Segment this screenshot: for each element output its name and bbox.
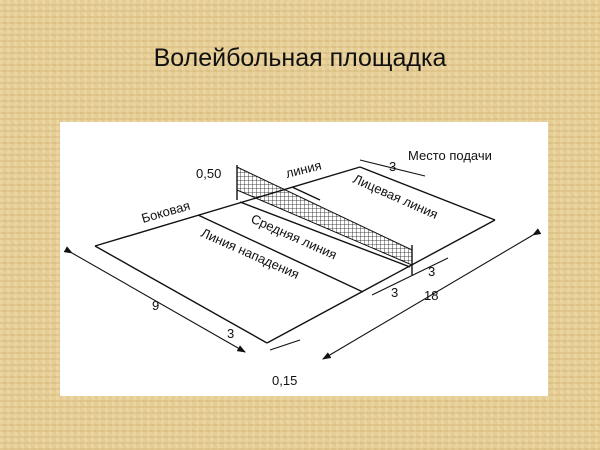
diagram-panel: 0,50 Боковая линия Место подачи Лицевая … (60, 122, 548, 396)
left-sideline (94, 166, 361, 247)
label-dim-offset-3: 3 (391, 285, 398, 300)
far-attack-line (291, 186, 321, 201)
dimension-line-right (371, 257, 449, 296)
volleyball-court-diagram: 0,50 Боковая линия Место подачи Лицевая … (63, 148, 542, 388)
dimension-line-9 (63, 246, 246, 353)
label-sideline-2: линия (284, 158, 323, 181)
dimension-line-18 (322, 228, 542, 360)
label-sideline-1: Боковая (140, 198, 192, 226)
label-net-gap: 0,50 (196, 166, 221, 181)
label-line-width: 0,15 (272, 373, 297, 388)
near-end-line (94, 245, 268, 344)
slide-title: Волейбольная площадка (153, 44, 447, 72)
dimension-line-serve (359, 159, 426, 177)
dimension-line-0-15 (269, 339, 301, 351)
far-end-line (359, 166, 496, 221)
label-end-line: Лицевая линия (351, 171, 441, 222)
label-dim-serve: 3 (389, 159, 396, 174)
label-dim-9: 9 (152, 298, 159, 313)
label-dim-far-3: 3 (428, 264, 435, 279)
label-dim-18: 18 (424, 288, 438, 303)
label-serve-area: Место подачи (408, 148, 492, 163)
label-dim-near-3: 3 (227, 326, 234, 341)
